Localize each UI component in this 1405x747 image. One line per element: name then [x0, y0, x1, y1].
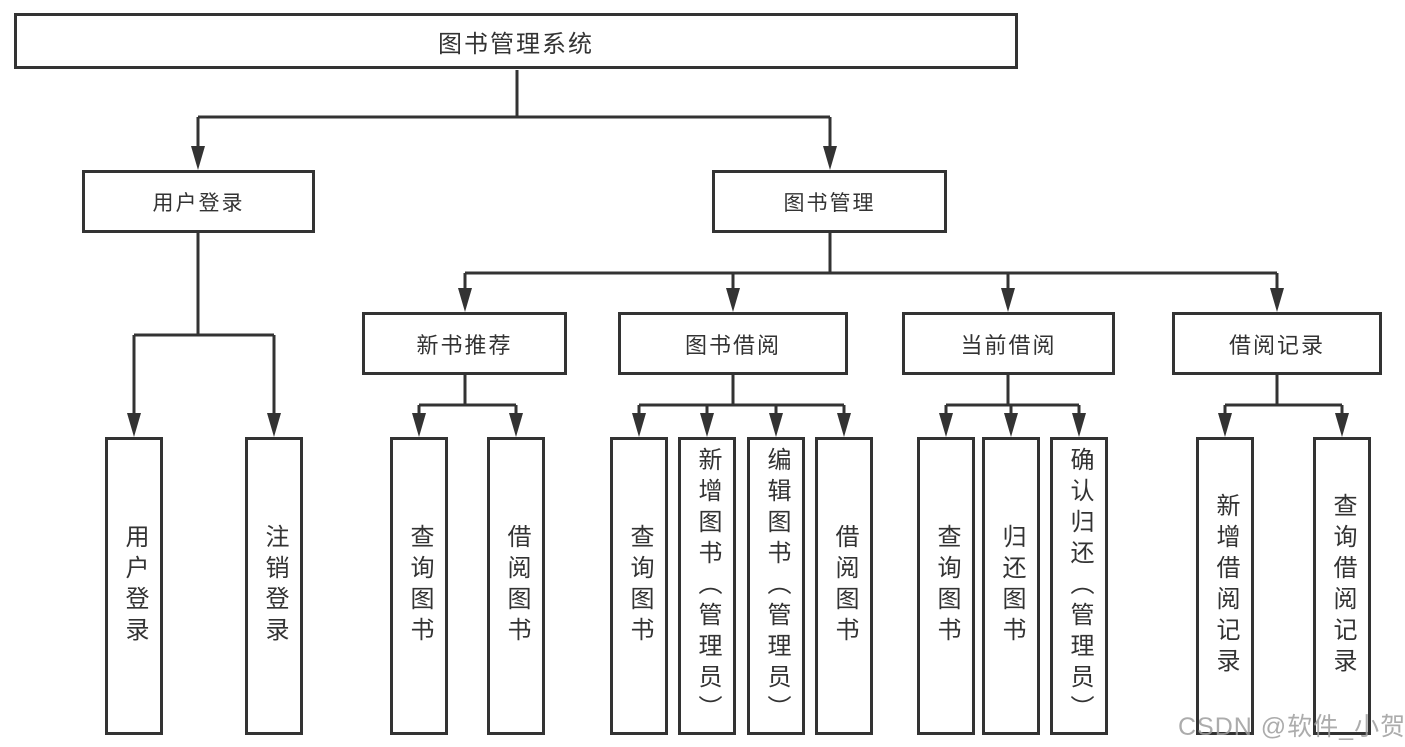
node-system-root: 图书管理系统 — [14, 13, 1018, 69]
node-label: 图书管理系统 — [438, 30, 594, 58]
node-label: 借阅记录 — [1228, 332, 1325, 358]
node-current-borrowing: 当前借阅 — [902, 312, 1115, 375]
leaf-add-borrow-record: 新增借阅记录 — [1196, 437, 1254, 735]
node-label: 用户登录 — [152, 191, 245, 215]
node-label: 归还图书 — [998, 524, 1025, 648]
leaf-borrow-book-1: 借阅图书 — [487, 437, 545, 735]
leaf-user-login: 用户登录 — [105, 437, 163, 735]
node-label: 当前借阅 — [960, 332, 1057, 358]
node-label: 新增借阅记录 — [1212, 493, 1239, 679]
node-borrowing-records: 借阅记录 — [1172, 312, 1382, 375]
leaf-return-book: 归还图书 — [982, 437, 1040, 735]
node-label: 新书推荐 — [416, 332, 513, 358]
node-new-book-recommend: 新书推荐 — [362, 312, 567, 375]
node-book-borrowing: 图书借阅 — [618, 312, 848, 375]
node-user-login-branch: 用户登录 — [82, 170, 315, 233]
node-label: 图书借阅 — [684, 332, 781, 358]
node-label: 借阅图书 — [831, 524, 858, 648]
node-label: 查询图书 — [933, 524, 960, 648]
leaf-query-book-3: 查询图书 — [917, 437, 975, 735]
node-label: 借阅图书 — [503, 524, 530, 648]
node-label: 注销登录 — [261, 524, 288, 648]
node-label: 用户登录 — [121, 524, 148, 648]
leaf-edit-book-admin: 编辑图书（管理员） — [747, 437, 805, 735]
node-label: 确认归还（管理员） — [1066, 446, 1093, 726]
node-label: 查询图书 — [406, 524, 433, 648]
leaf-add-book-admin: 新增图书（管理员） — [678, 437, 736, 735]
node-label: 图书管理 — [783, 191, 876, 215]
node-label: 编辑图书（管理员） — [763, 446, 790, 726]
leaf-logout: 注销登录 — [245, 437, 303, 735]
leaf-borrow-book-2: 借阅图书 — [815, 437, 873, 735]
csdn-watermark: CSDN @软件_小贺同学 — [1178, 713, 1405, 741]
leaf-query-book-1: 查询图书 — [390, 437, 448, 735]
leaf-query-book-2: 查询图书 — [610, 437, 668, 735]
node-label: 查询借阅记录 — [1329, 493, 1356, 679]
node-label: 查询图书 — [626, 524, 653, 648]
node-book-management-branch: 图书管理 — [712, 170, 947, 233]
leaf-query-borrow-record: 查询借阅记录 — [1313, 437, 1371, 735]
leaf-confirm-return-admin: 确认归还（管理员） — [1050, 437, 1108, 735]
node-label: 新增图书（管理员） — [694, 446, 721, 726]
